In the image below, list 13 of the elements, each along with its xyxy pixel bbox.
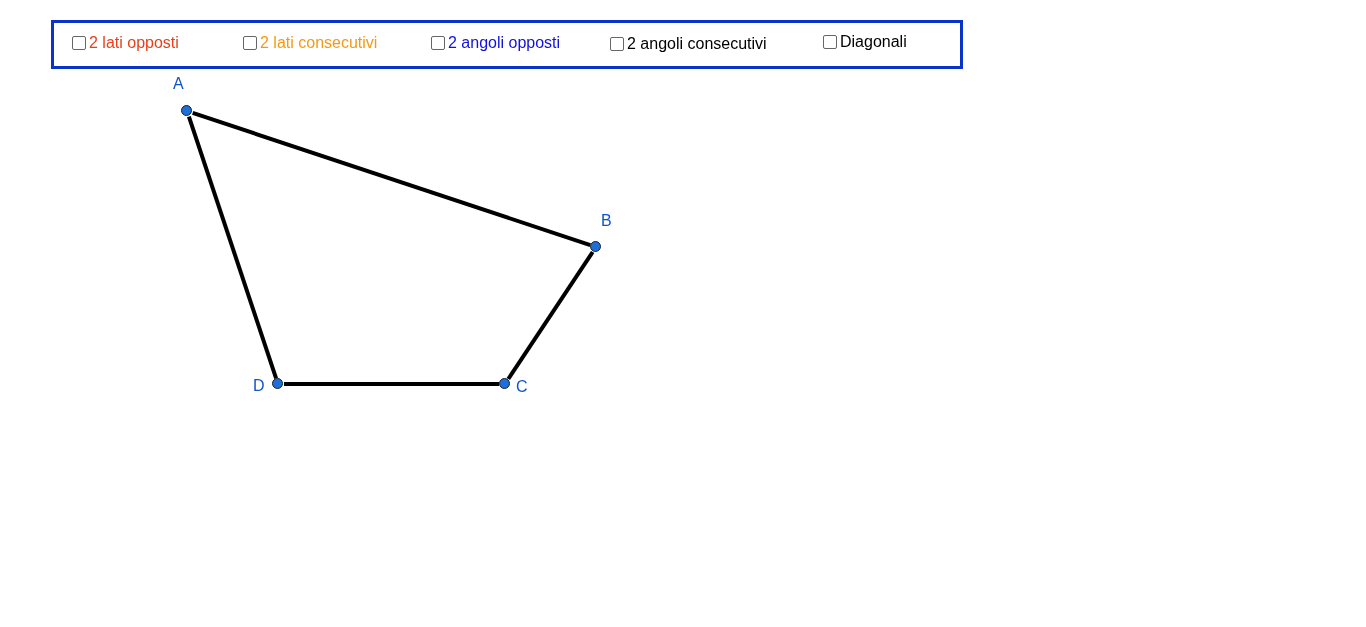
point-label: B xyxy=(601,212,612,230)
point-label: C xyxy=(516,378,528,396)
checkbox-label: 2 lati opposti xyxy=(89,34,179,52)
polygon-side xyxy=(506,250,595,381)
checkbox-label: 2 angoli consecutivi xyxy=(627,35,767,53)
point-label: D xyxy=(253,377,265,395)
point-label: A xyxy=(173,75,184,93)
polygon-side xyxy=(187,116,278,379)
checkbox-label: 2 lati consecutivi xyxy=(260,34,378,52)
polygon-side xyxy=(192,111,591,247)
polygon-side xyxy=(284,382,499,386)
checkbox-label: Diagonali xyxy=(840,33,907,51)
checkbox-label: 2 angoli opposti xyxy=(448,34,561,52)
